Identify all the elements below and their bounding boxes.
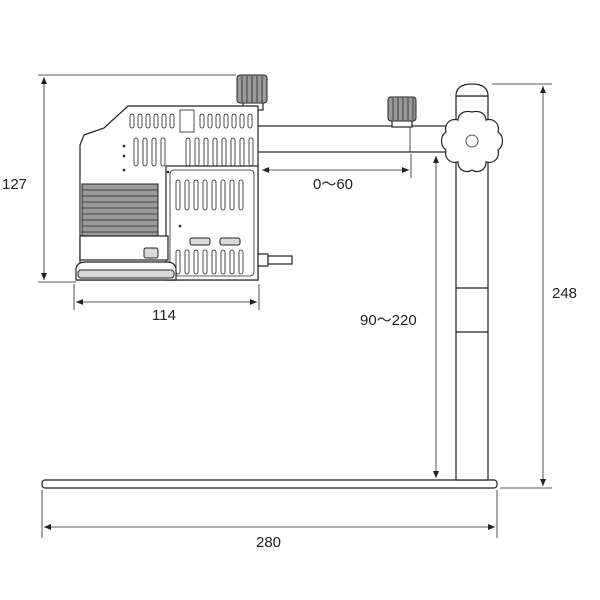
dim-248 bbox=[492, 83, 552, 489]
dim-280-label: 280 bbox=[256, 534, 281, 551]
dim-114 bbox=[73, 284, 260, 310]
dim-280 bbox=[41, 490, 498, 538]
horizontal-arm bbox=[254, 125, 456, 153]
panel-button-right bbox=[219, 237, 241, 246]
focus-ring-icon bbox=[81, 183, 159, 237]
dim-0-60-label: 0～60 bbox=[313, 176, 353, 193]
arm-knob-icon bbox=[387, 96, 417, 128]
star-clamp-knob-icon bbox=[440, 110, 504, 173]
switch-icon bbox=[143, 247, 159, 259]
dim-127 bbox=[38, 74, 236, 283]
dim-114-label: 114 bbox=[152, 307, 176, 324]
dim-0-60 bbox=[262, 154, 412, 178]
base-plate bbox=[41, 479, 498, 489]
dim-127-label: 127 bbox=[2, 176, 27, 193]
cable-connector-icon bbox=[257, 253, 293, 267]
microscope-head bbox=[75, 74, 293, 281]
dim-90-220-label: 90～220 bbox=[360, 312, 417, 329]
dim-248-label: 248 bbox=[552, 285, 577, 302]
panel-button-left bbox=[189, 237, 211, 246]
